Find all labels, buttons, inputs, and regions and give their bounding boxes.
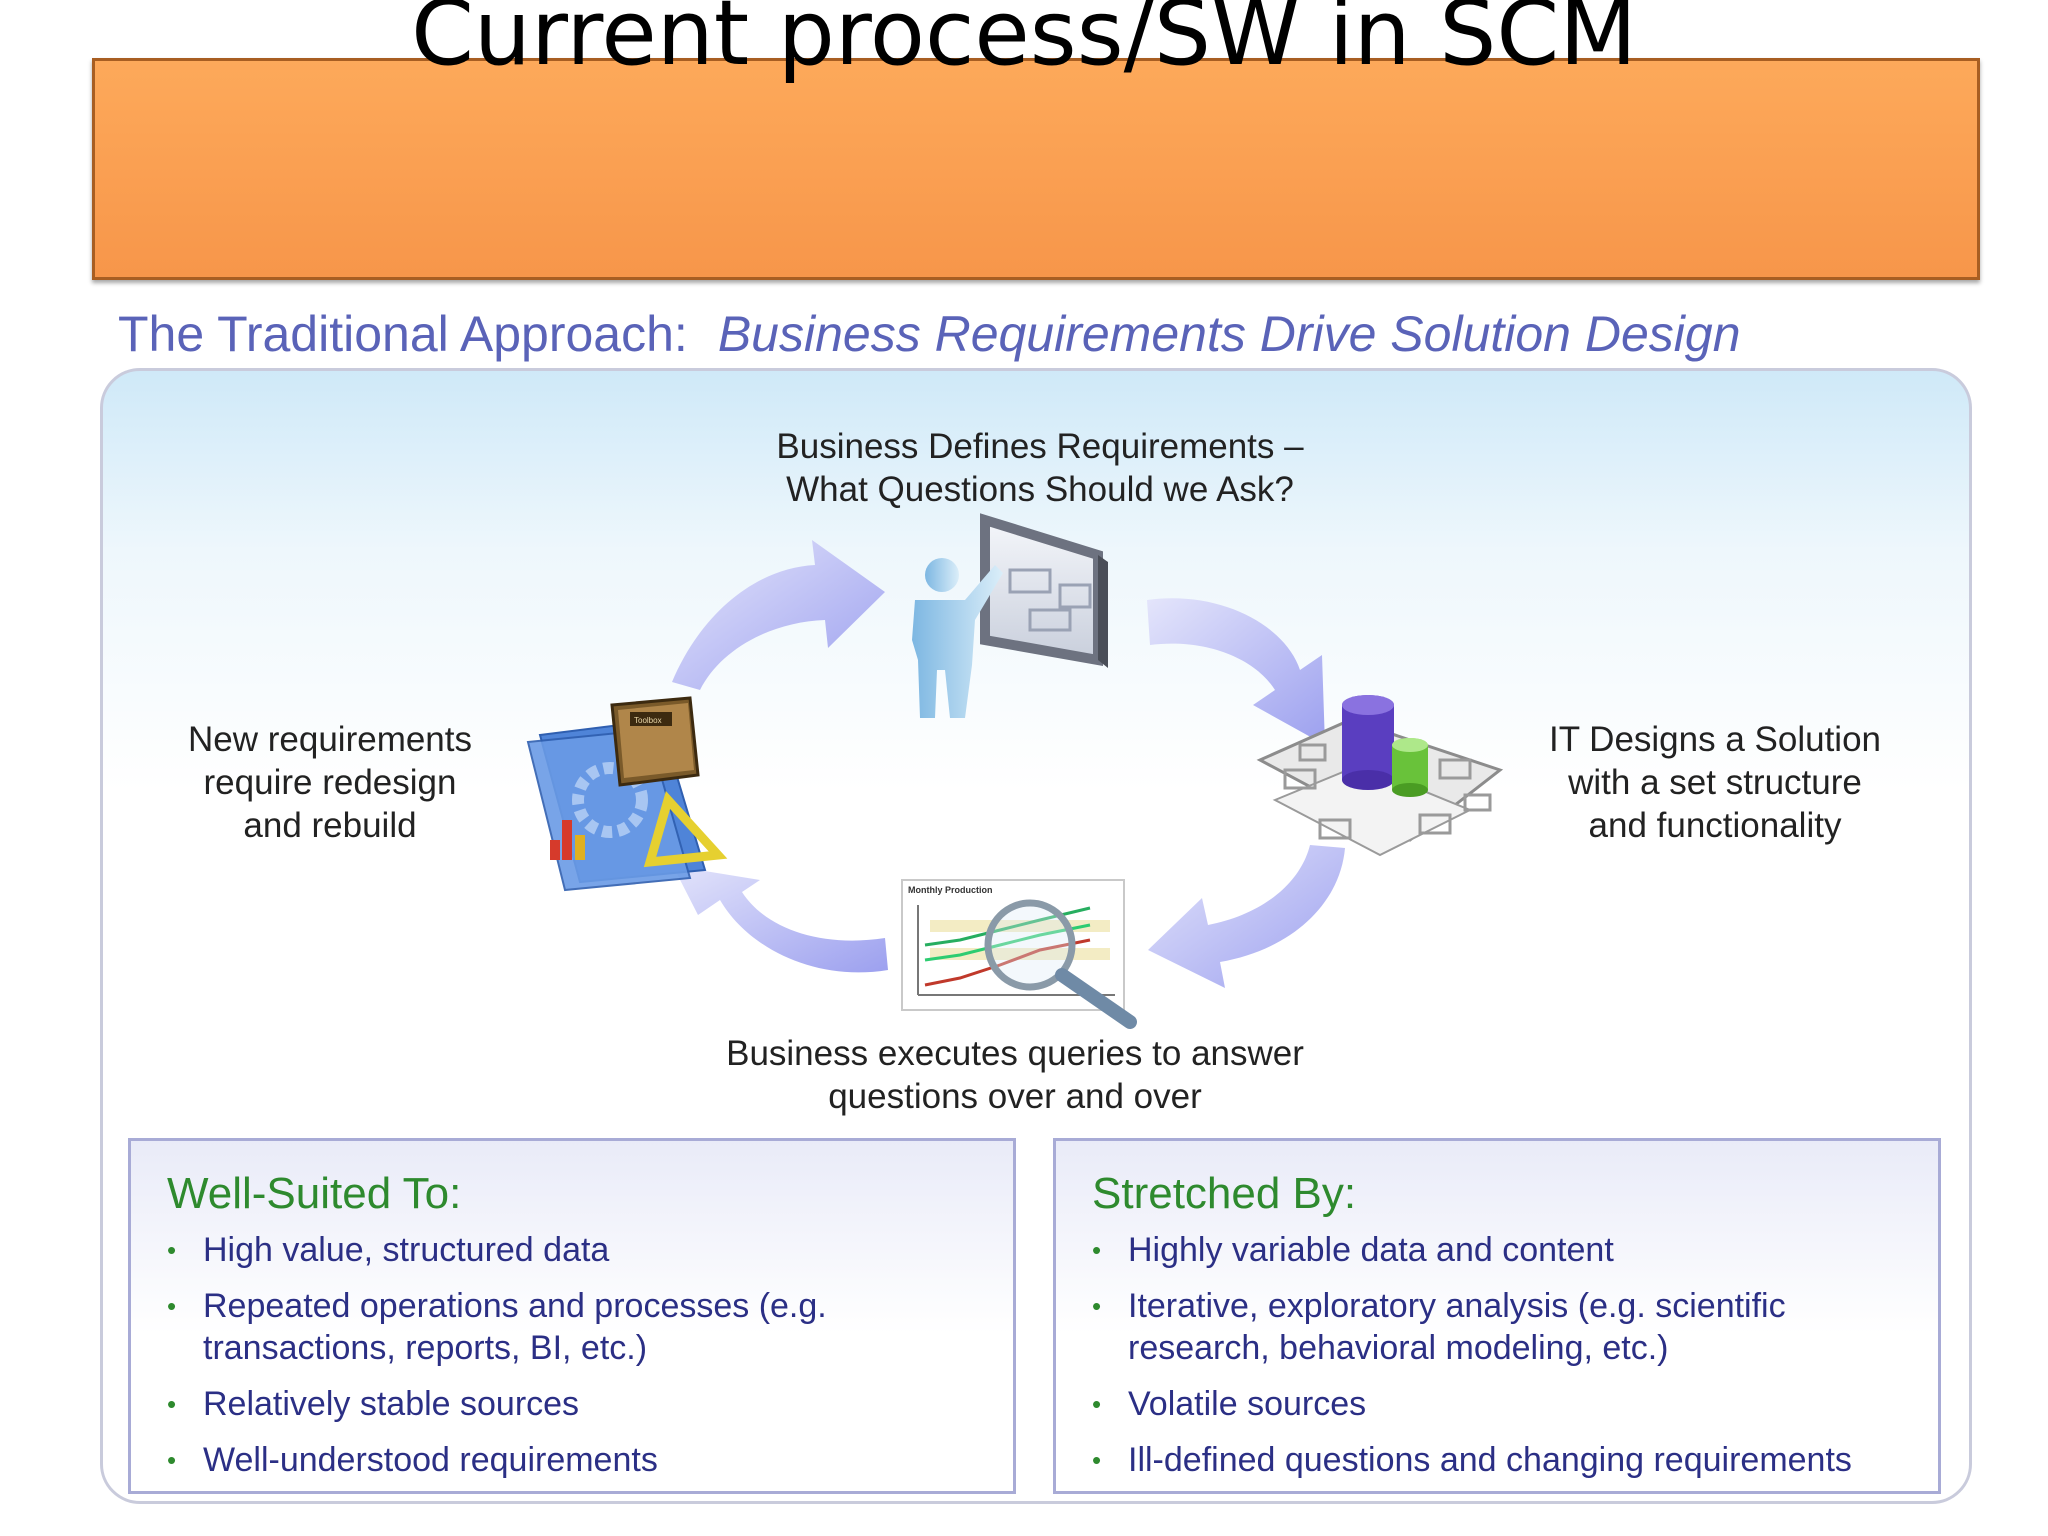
heading-main: The Traditional Approach:	[118, 306, 688, 362]
list-item: Relatively stable sources	[167, 1383, 827, 1425]
cycle-label-right: IT Designs a Solution with a set structu…	[1480, 718, 1950, 847]
list-item-text: High value, structured data	[203, 1231, 610, 1269]
list-item-text: Iterative, exploratory analysis (e.g. sc…	[1128, 1287, 1786, 1325]
list-item-text: research, behavioral modeling, etc.)	[1128, 1329, 1669, 1367]
cycle-label-bottom-line: Business executes queries to answer	[726, 1034, 1304, 1073]
list-item-text: Ill-defined questions and changing requi…	[1128, 1441, 1852, 1479]
diagram-heading: The Traditional Approach: Business Requir…	[118, 305, 1741, 363]
cycle-label-right-line: and functionality	[1588, 806, 1842, 845]
well-suited-box: Well-Suited To: High value, structured d…	[128, 1138, 1016, 1494]
list-item-text: Relatively stable sources	[203, 1385, 580, 1423]
arrow-top-to-right	[1147, 598, 1325, 745]
arrow-bottom-to-left	[668, 865, 888, 973]
heading-sub: Business Requirements Drive Solution Des…	[717, 306, 1741, 362]
title-bar	[92, 58, 1980, 280]
list-item: Well-understood requirements	[167, 1439, 827, 1481]
arrow-right-to-bottom	[1148, 845, 1345, 988]
well-suited-list: High value, structured data Repeated ope…	[167, 1229, 827, 1495]
database-design-icon	[1256, 695, 1504, 857]
list-item: Iterative, exploratory analysis (e.g. sc…	[1092, 1285, 1852, 1369]
list-item: Repeated operations and processes (e.g. t…	[167, 1285, 827, 1369]
well-suited-heading: Well-Suited To:	[167, 1169, 462, 1218]
book-icon-label: Toolbox	[634, 716, 662, 725]
redesign-tools-icon: Toolbox	[526, 696, 728, 892]
list-item-text: Volatile sources	[1128, 1385, 1367, 1423]
list-item-text: Well-understood requirements	[203, 1441, 658, 1479]
cycle-label-right-line: IT Designs a Solution	[1548, 720, 1882, 759]
cycle-label-right-line: with a set structure	[1568, 763, 1862, 802]
cycle-label-left: New requirements require redesign and re…	[130, 718, 530, 847]
chart-icon-title: Monthly Production	[908, 885, 993, 895]
cycle-label-bottom-line: questions over and over	[828, 1077, 1202, 1116]
list-item: Volatile sources	[1092, 1383, 1852, 1425]
stretched-by-list: Highly variable data and content Iterati…	[1092, 1229, 1852, 1495]
arrow-left-to-top	[672, 540, 885, 690]
cycle-label-top-line: What Questions Should we Ask?	[786, 470, 1294, 509]
whiteboard-presenter-icon	[912, 513, 1108, 718]
cycle-label-top-line: Business Defines Requirements –	[776, 427, 1304, 466]
list-item: Ill-defined questions and changing requi…	[1092, 1439, 1852, 1481]
cycle-label-top: Business Defines Requirements – What Que…	[740, 425, 1340, 511]
cycle-label-left-line: require redesign	[203, 763, 457, 802]
list-item-text: transactions, reports, BI, etc.)	[203, 1329, 648, 1367]
stretched-by-box: Stretched By: Highly variable data and c…	[1053, 1138, 1941, 1494]
list-item: Highly variable data and content	[1092, 1229, 1852, 1271]
slide-title: Current process/SW in SCM	[411, 0, 1637, 86]
cycle-label-bottom: Business executes queries to answer ques…	[680, 1032, 1350, 1118]
list-item: High value, structured data	[167, 1229, 827, 1271]
chart-magnifier-icon: Monthly Production	[901, 879, 1137, 1029]
list-item-text: Highly variable data and content	[1128, 1231, 1614, 1269]
cycle-label-left-line: and rebuild	[243, 806, 417, 845]
list-item-text: Repeated operations and processes (e.g.	[203, 1287, 827, 1325]
stretched-by-heading: Stretched By:	[1092, 1169, 1357, 1218]
cycle-label-left-line: New requirements	[188, 720, 472, 759]
